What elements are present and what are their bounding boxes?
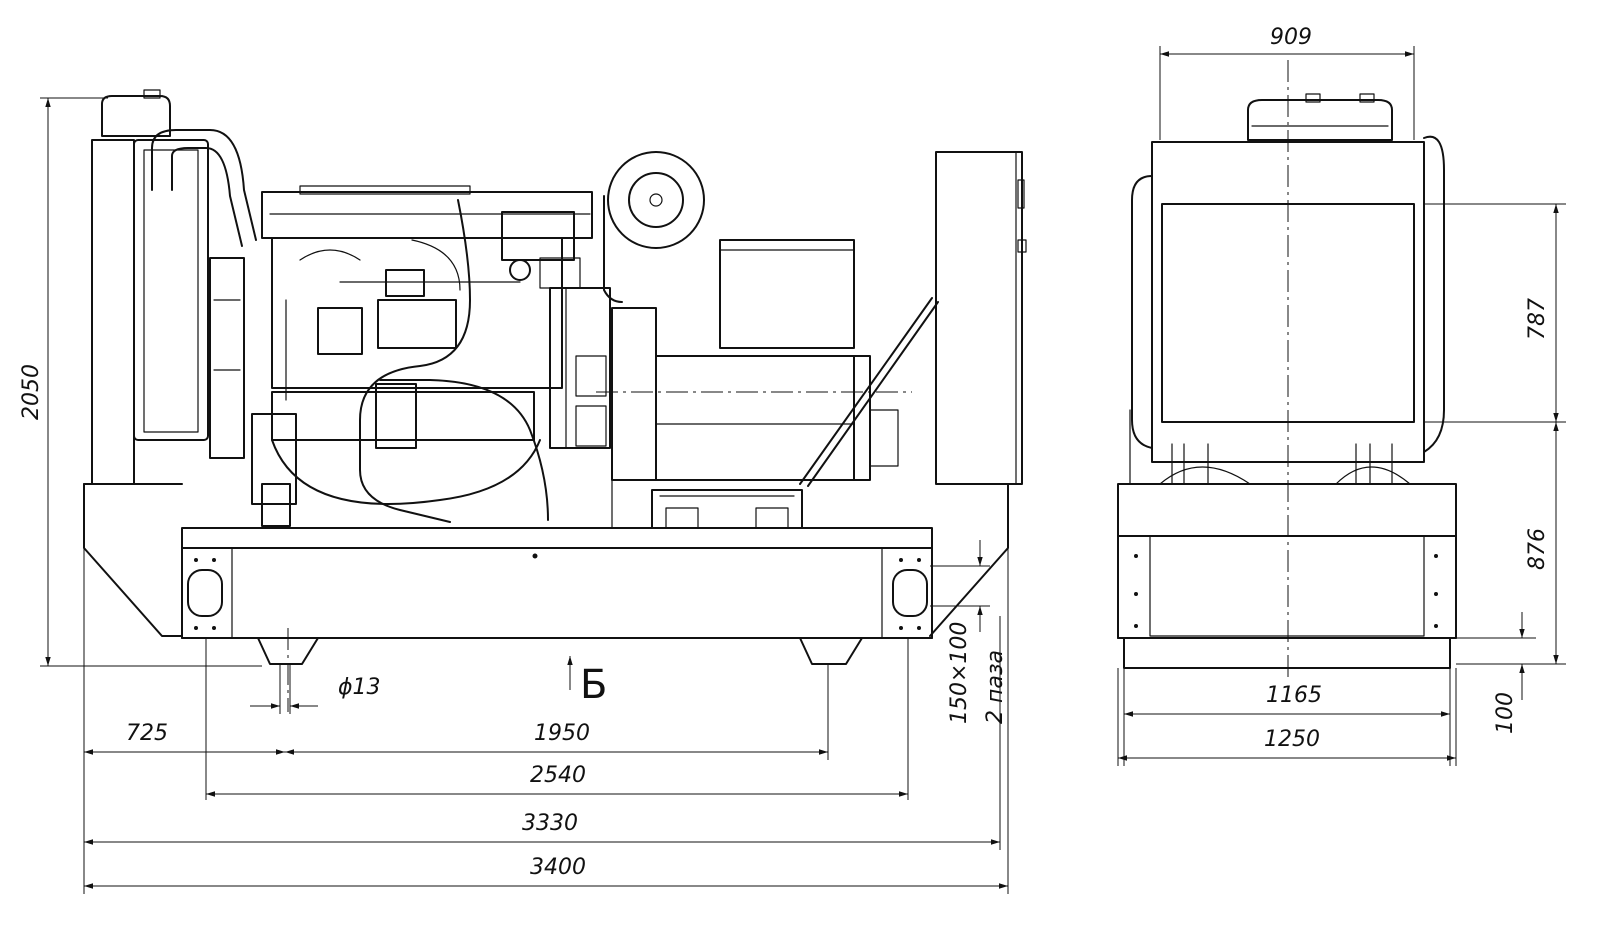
expansion-tank: [1247, 99, 1393, 141]
alternator: [596, 239, 939, 529]
dim-hole: ϕ13: [250, 664, 381, 714]
side-view: 909 787 876 100 1165 1250: [1117, 25, 1566, 766]
slot-count-label: 2 паза: [983, 650, 1008, 724]
side-base: [1117, 483, 1457, 669]
flywheel: [603, 151, 705, 303]
view-marker: Б: [567, 656, 607, 708]
engine: [251, 185, 593, 527]
slot-size-label: 150×100: [947, 622, 972, 724]
side-horizontal-dims: 1165 1250: [1117, 668, 1457, 766]
dim-3400-label: 3400: [530, 855, 586, 880]
front-horizontal-dims: 725 1950 2540 3330 3400: [83, 548, 1009, 894]
dim-hole-label: ϕ13: [338, 675, 381, 700]
mount-foot-left: [257, 637, 319, 665]
slot-annotation: 150×100 2 паза: [930, 540, 1008, 724]
dim-2540-label: 2540: [530, 763, 586, 788]
dim-1250-label: 1250: [1264, 727, 1320, 752]
dim-3330-label: 3330: [522, 811, 578, 836]
view-marker-label: Б: [580, 662, 607, 708]
base-frame: [181, 527, 933, 665]
dim-725-label: 725: [126, 721, 168, 746]
front-view: Б 2050 ϕ13 725: [19, 89, 1027, 894]
dim-height-label: 2050: [19, 364, 44, 420]
dim-876-label: 876: [1525, 528, 1550, 570]
side-vertical-dims: 787 876 100: [1424, 203, 1566, 734]
bell-housing: [549, 287, 611, 449]
radiator: [91, 89, 257, 485]
dim-909: 909: [1159, 25, 1415, 140]
mount-foot-right: [799, 637, 863, 665]
dim-1165-label: 1165: [1266, 683, 1322, 708]
dim-909-label: 909: [1270, 25, 1312, 50]
dim-100-label: 100: [1493, 692, 1518, 734]
side-supports: [1129, 409, 1411, 485]
dim-1950-label: 1950: [534, 721, 590, 746]
dim-height-2050: 2050: [19, 97, 262, 667]
frame-slot-right: [892, 569, 928, 617]
canopy-ends: [83, 151, 1027, 637]
dim-787-label: 787: [1525, 298, 1550, 340]
frame-slot-left: [187, 569, 223, 617]
